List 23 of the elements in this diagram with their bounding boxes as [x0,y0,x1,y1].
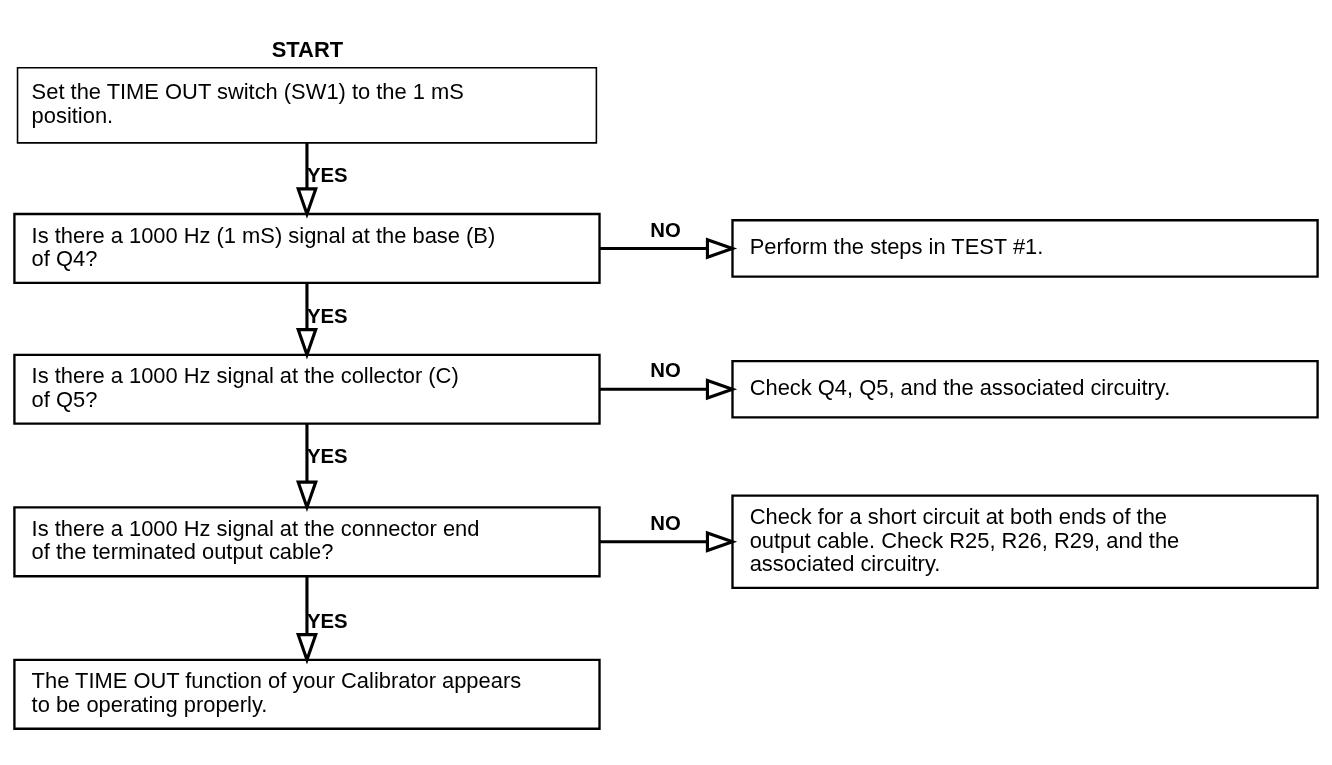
edge-label: NO [650,218,681,241]
arrow [296,141,318,219]
edge-label: YES [306,609,348,632]
arrow [296,423,318,512]
node-box: Set the TIME OUT switch (SW1) to the 1 mS position. [16,66,598,144]
edge-label: YES [306,304,348,327]
node-box: Is there a 1000 Hz signal at the collector (C) of Q5? [13,353,601,425]
edge-label: NO [650,358,681,381]
node-box: Perform the steps in TEST #1. [731,218,1319,278]
arrow [599,237,738,259]
node-box: Is there a 1000 Hz (1 mS) signal at the base (B) of Q4? [13,212,601,284]
node-box: The TIME OUT function of your Calibrator appears to be operating properly. [13,658,601,730]
node-box: Check for a short circuit at both ends of the output cable. Check R25, R26, R29, and the associated circuitry. [731,493,1319,589]
node-label: START [271,36,344,62]
edge-label: YES [306,163,348,186]
node-box: Check Q4, Q5, and the associated circuitry. [731,359,1319,419]
node-box: Is there a 1000 Hz signal at the connector end of the terminated output cable? [13,505,601,577]
arrow [599,377,738,400]
arrow [296,576,318,664]
edge-label: YES [306,444,348,467]
edge-label: NO [650,511,681,534]
arrow [599,530,738,553]
arrow [296,282,318,359]
